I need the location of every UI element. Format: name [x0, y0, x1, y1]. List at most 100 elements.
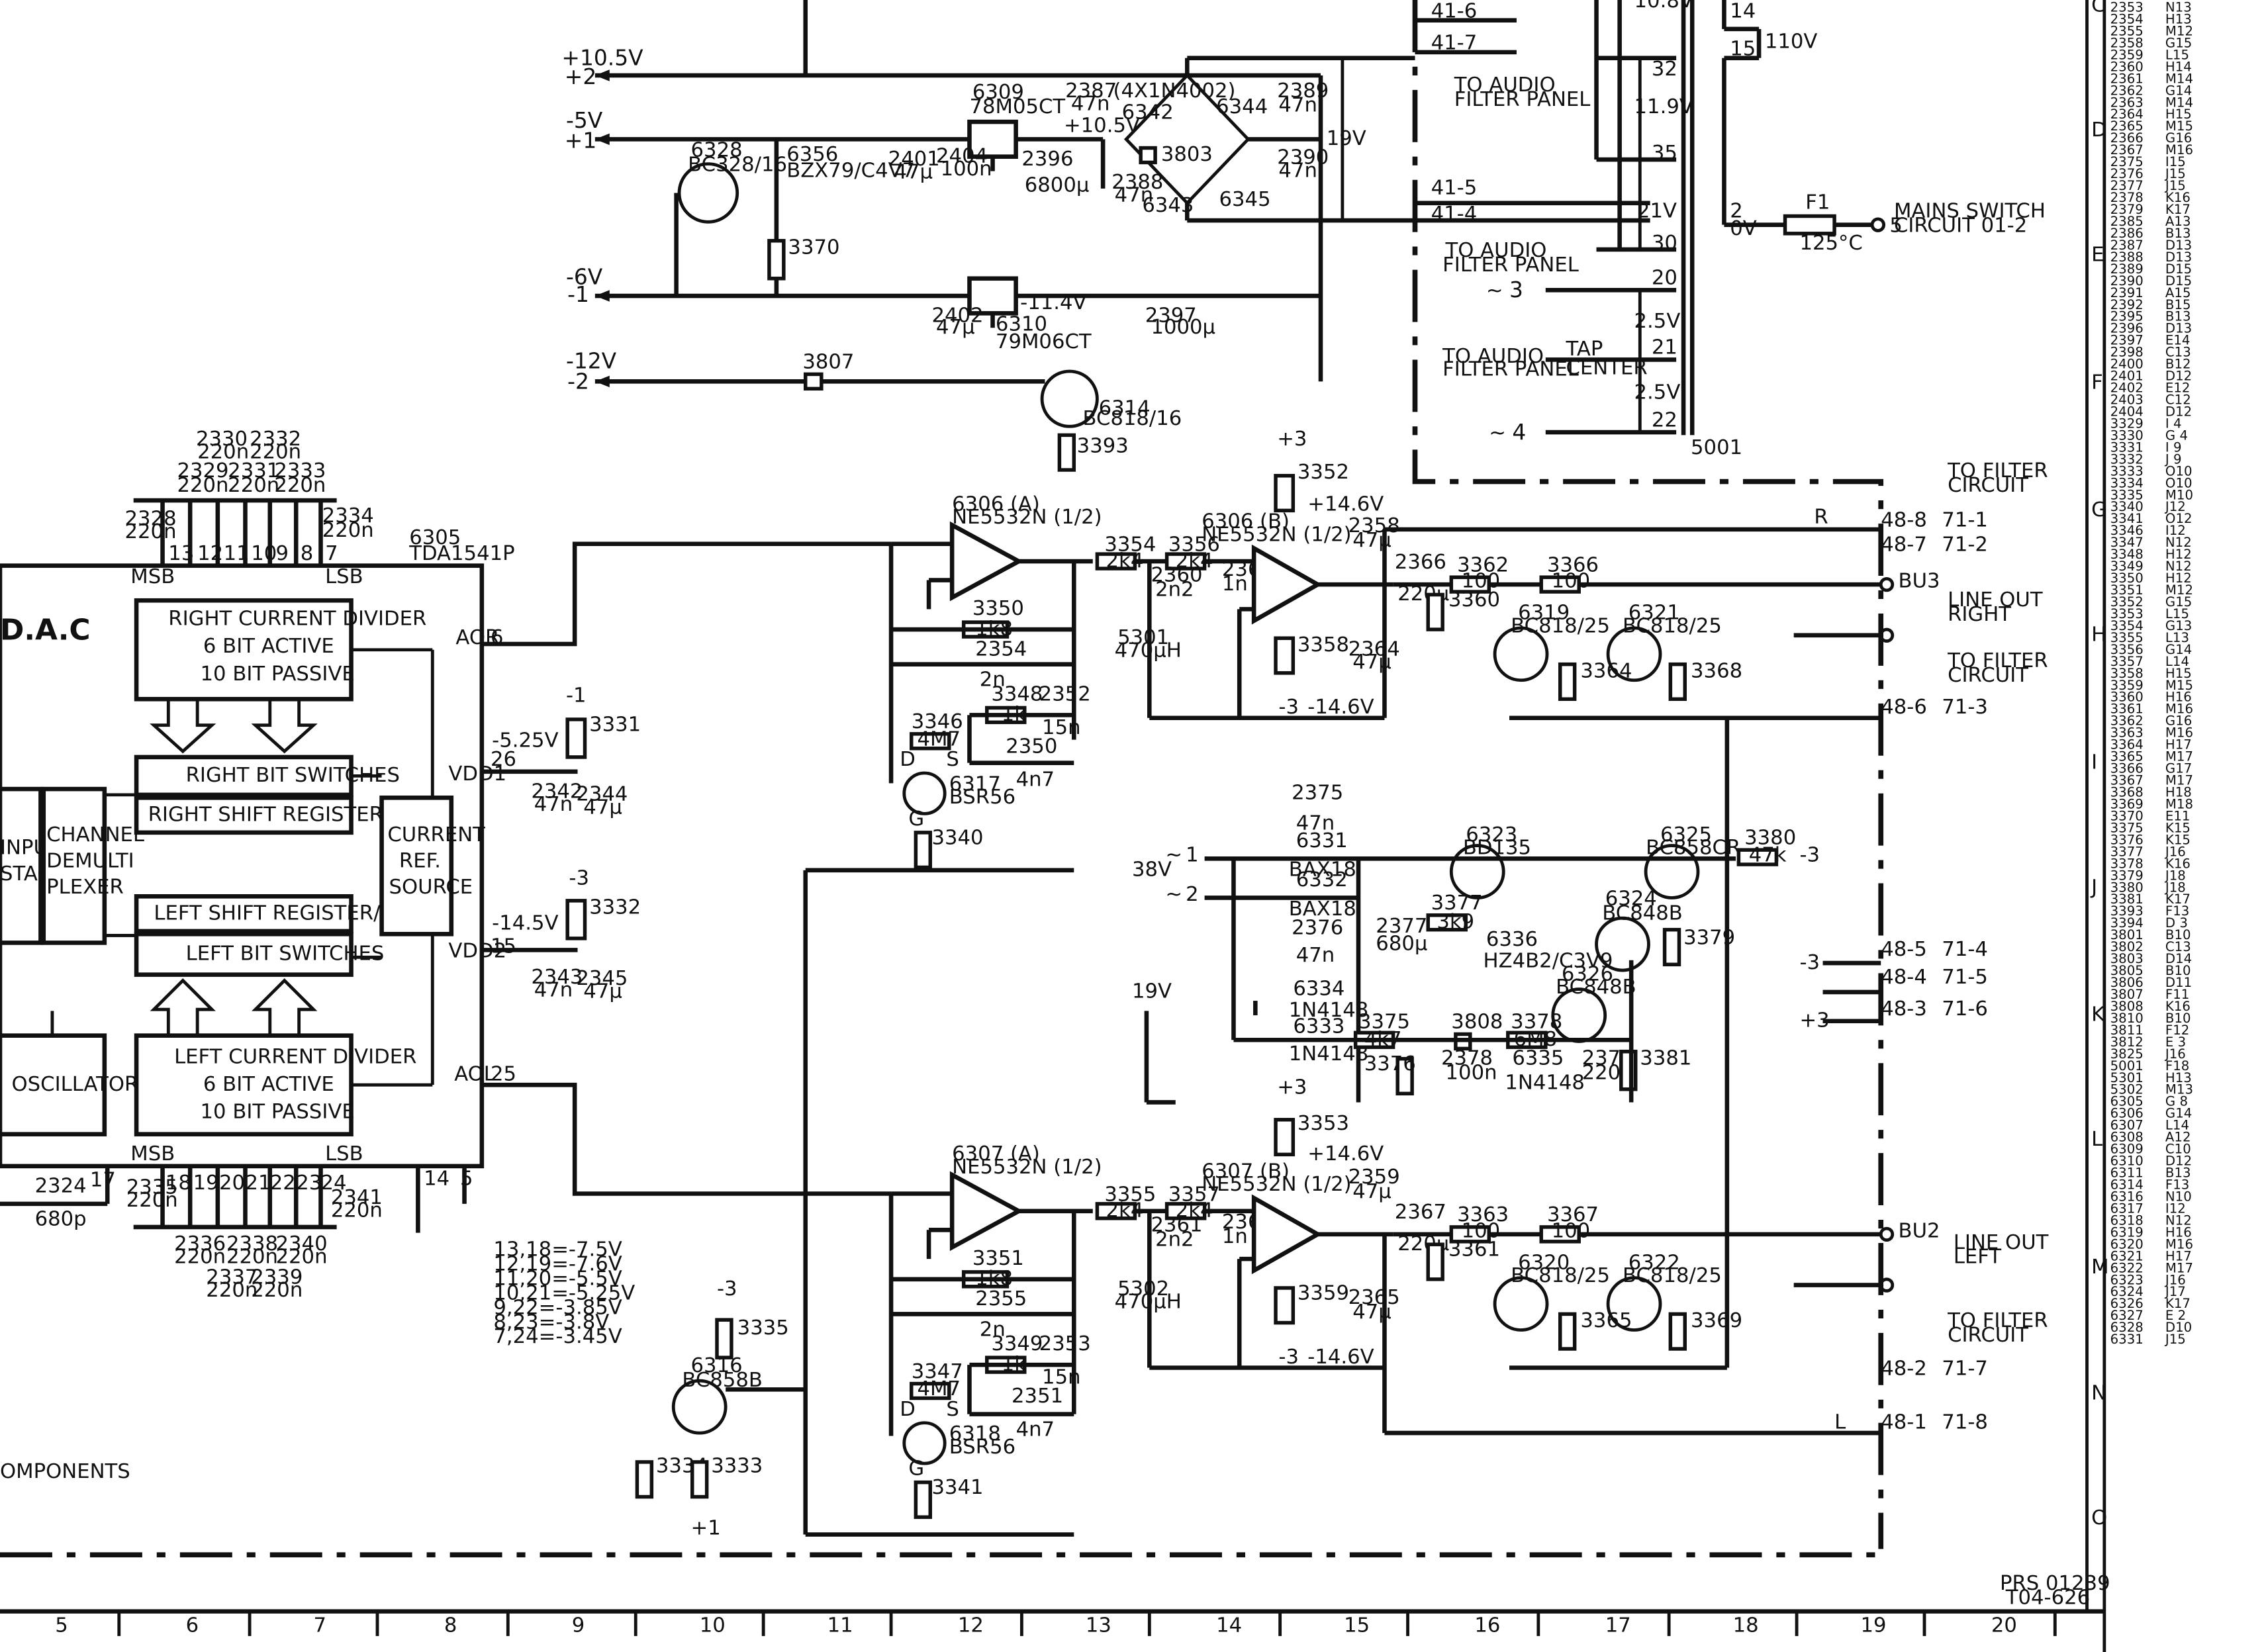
index-ref: 2398 [2110, 345, 2144, 360]
index-ref: 6321 [2110, 1248, 2144, 1263]
svg-text:220n: 220n [197, 440, 249, 463]
svg-text:BAX18: BAX18 [1289, 897, 1356, 921]
to-filter-label: TO FILTER [1947, 649, 2048, 672]
svg-text:NE5532N (1/2): NE5532N (1/2) [1202, 523, 1351, 546]
net-label: 71-3 [1942, 696, 1988, 719]
index-ref: 6307 [2110, 1118, 2144, 1133]
to-filter-label: TO FILTER [1947, 1309, 2048, 1332]
svg-text:220n: 220n [125, 520, 177, 543]
svg-text:15n: 15n [1042, 1366, 1080, 1389]
index-ref: 6310 [2110, 1154, 2144, 1169]
svg-text:2324: 2324 [35, 1174, 87, 1197]
rail-label: -6V [566, 264, 603, 290]
block-label: CHANNEL [46, 823, 144, 847]
index-location: B10 [2165, 1011, 2191, 1026]
afp-number: 3 [1509, 277, 1523, 302]
dac-title: D.A.C [0, 613, 91, 647]
connector-pin: 48-1 [1881, 1411, 1927, 1434]
svg-text:680μ: 680μ [1376, 932, 1427, 955]
index-ref: 3356 [2110, 642, 2144, 657]
to-filter-label: CIRCUIT [1948, 474, 2028, 497]
svg-text:BC848B: BC848B [1602, 901, 1683, 925]
doc-ref: T04-626 [2005, 1586, 2090, 1610]
index-location: D13 [2165, 238, 2192, 253]
line-out-label: LINE OUT [1954, 1231, 2049, 1254]
index-ref: 2378 [2110, 190, 2144, 205]
transformer-pin: 32 [1652, 58, 1677, 81]
index-ref: 3811 [2110, 1023, 2144, 1038]
connector-pin: 48-7 [1881, 533, 1927, 557]
index-location: M12 [2165, 582, 2193, 598]
svg-text:3357: 3357 [1168, 1183, 1220, 1206]
svg-text:BC818/16: BC818/16 [1082, 407, 1182, 430]
index-ref: 3366 [2110, 761, 2144, 776]
svg-text:6800μ: 6800μ [1025, 173, 1090, 197]
index-location: I 4 [2165, 416, 2182, 431]
index-location: E12 [2165, 381, 2191, 396]
svg-text:-3: -3 [1278, 1346, 1299, 1369]
svg-text:3362: 3362 [1457, 553, 1509, 576]
svg-text:220n: 220n [251, 1279, 303, 1302]
index-ref: 3368 [2110, 785, 2144, 800]
svg-text:6317: 6317 [949, 772, 1001, 796]
svg-text:BC328/16: BC328/16 [688, 154, 787, 177]
index-location: E 2 [2165, 1308, 2186, 1323]
jack-bu2: BU2 [1899, 1219, 1940, 1242]
grid-row-label: F [2091, 371, 2103, 394]
index-ref: 3334 [2110, 475, 2144, 490]
index-ref: 3340 [2110, 499, 2144, 514]
rail-label: -12V [566, 348, 617, 374]
index-ref: 3805 [2110, 963, 2144, 978]
transistor-6328 [677, 162, 739, 224]
index-ref: 2389 [2110, 261, 2144, 277]
svg-text:6323: 6323 [1466, 823, 1517, 847]
svg-text:+3: +3 [1277, 1076, 1307, 1099]
index-location: N12 [2165, 1213, 2192, 1228]
vdd1-label: VDD1 [448, 762, 506, 786]
index-location: H12 [2165, 571, 2192, 586]
svg-text:G: G [908, 1457, 924, 1481]
svg-text:3356: 3356 [1168, 533, 1220, 557]
index-location: L15 [2165, 606, 2189, 621]
index-ref: 3349 [2110, 559, 2144, 574]
svg-text:6331: 6331 [1296, 829, 1348, 852]
voltage-entry: 12,19=-7.6V [493, 1253, 622, 1276]
index-location: K16 [2165, 999, 2191, 1014]
index-ref: 3353 [2110, 606, 2144, 621]
svg-text:220n: 220n [276, 1246, 328, 1269]
audio-filter-label: TO AUDIO [1454, 73, 1556, 97]
voltage-entry: 9,22=-3.85V [493, 1296, 622, 1319]
lsb-label: LSB [325, 565, 363, 588]
index-location: M18 [2165, 796, 2193, 811]
index-ref: 2379 [2110, 202, 2144, 217]
audio-filter-label: FILTER PANEL [1454, 88, 1591, 111]
index-location: M10 [2165, 487, 2193, 502]
arrow-left-divider [252, 978, 318, 1038]
index-location: K17 [2165, 892, 2191, 907]
opamp-6306b [1251, 544, 1323, 625]
resistor-3341 [914, 1480, 933, 1519]
grid-column-label: 17 [1605, 1614, 1631, 1637]
components-note: OMPONENTS [0, 1460, 130, 1483]
resistor-3360 [1426, 592, 1444, 631]
msb-label: MSB [130, 1142, 175, 1166]
svg-text:3355: 3355 [1104, 1183, 1156, 1206]
index-location: G 8 [2165, 1094, 2188, 1109]
index-ref: 2364 [2110, 107, 2144, 122]
svg-text:3363: 3363 [1457, 1203, 1509, 1226]
voltage-entry: 13,18=-7.5V [493, 1238, 622, 1262]
audio-filter-label: TO AUDIO [1445, 239, 1547, 262]
rail-label: +10.5V [561, 45, 643, 71]
index-ref: 3381 [2110, 892, 2144, 907]
svg-text:+3: +3 [1277, 428, 1307, 451]
svg-text:6328: 6328 [691, 139, 743, 162]
index-ref: 3377 [2110, 844, 2144, 859]
svg-text:(4X1N4002): (4X1N4002) [1113, 79, 1236, 103]
index-location: N12 [2165, 535, 2192, 550]
tap-label: TAP [1565, 338, 1603, 361]
index-location: F11 [2165, 987, 2189, 1002]
fuse-f1 [1783, 214, 1836, 236]
index-location: K16 [2165, 190, 2191, 205]
resistor-3364 [1558, 662, 1577, 701]
index-location: F13 [2165, 903, 2189, 919]
